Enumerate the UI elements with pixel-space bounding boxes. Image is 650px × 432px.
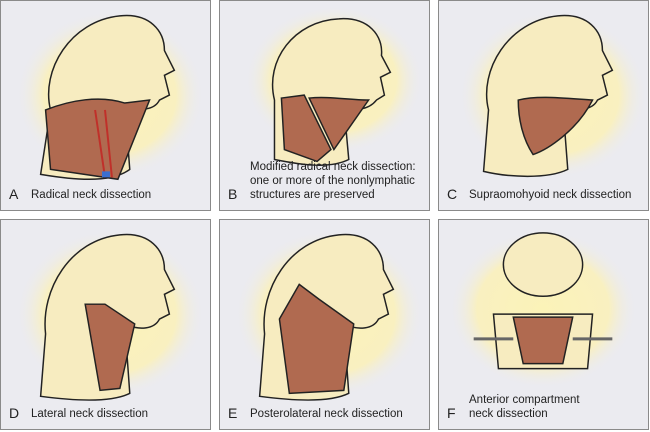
posterolateral-neck-dissection-illustration xyxy=(234,229,424,401)
caption-line: neck dissection xyxy=(469,408,548,420)
panel-letter: B xyxy=(228,186,238,202)
panel-letter: F xyxy=(447,405,456,421)
panel-caption: Posterolateral neck dissection xyxy=(250,408,403,420)
panel-caption: Modified radical neck dissection: one or… xyxy=(250,160,416,202)
supraomohyoid-neck-dissection-illustration xyxy=(458,10,648,180)
panel-c: C Supraomohyoid neck dissection xyxy=(438,0,649,211)
panel-letter: C xyxy=(447,186,458,202)
caption-line: one or more of the nonlymphatic xyxy=(250,175,415,187)
radical-neck-dissection-illustration xyxy=(15,10,205,181)
panel-a: A Radical neck dissection xyxy=(0,0,211,211)
anterior-compartment-neck-dissection-illustration xyxy=(448,229,638,389)
panel-e: E Posterolateral neck dissection xyxy=(219,219,430,430)
panel-caption: Anterior compartment neck dissection xyxy=(469,393,580,421)
caption-line: structures are preserved xyxy=(250,189,375,201)
panel-caption: Radical neck dissection xyxy=(31,189,152,201)
panel-letter: D xyxy=(9,405,20,421)
panel-f: F Anterior compartment neck dissection xyxy=(438,219,649,430)
panel-letter: A xyxy=(9,186,19,202)
caption-line: Modified radical neck dissection: xyxy=(250,161,416,173)
panel-caption: Supraomohyoid neck dissection xyxy=(469,189,632,201)
caption-line: Anterior compartment xyxy=(469,394,580,406)
modified-radical-neck-dissection-illustration xyxy=(244,5,424,166)
panel-letter: E xyxy=(228,405,238,421)
panel-b: B Modified radical neck dissection: one … xyxy=(219,0,430,211)
lateral-neck-dissection-illustration xyxy=(15,229,205,401)
panel-caption: Lateral neck dissection xyxy=(31,408,148,420)
panel-d: D Lateral neck dissection xyxy=(0,219,211,430)
